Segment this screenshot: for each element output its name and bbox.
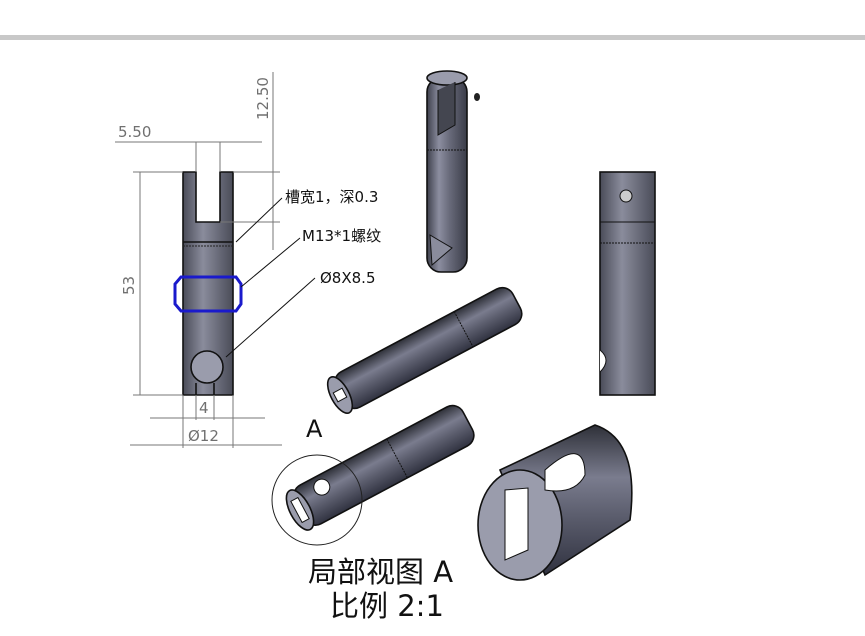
detail-title: 局部视图 A (308, 555, 453, 589)
detail-view (477, 424, 633, 581)
note-hole: Ø8X8.5 (320, 269, 375, 287)
iso-view-vertical (426, 70, 480, 273)
detail-scale: 比例 2:1 (330, 589, 444, 623)
thread-highlight (173, 275, 243, 313)
dim-diameter: Ø12 (188, 427, 219, 445)
iso-view-section (285, 404, 475, 531)
hole (190, 350, 224, 384)
side-view (599, 171, 656, 396)
dimension-lines (115, 72, 316, 448)
detail-label: A (306, 415, 323, 443)
dim-bottom-slot: 4 (199, 399, 209, 417)
note-groove: 槽宽1，深0.3 (285, 188, 378, 206)
iso-view-diagonal (326, 286, 523, 414)
detail-circle (271, 454, 363, 546)
dim-slot-width: 5.50 (118, 123, 151, 141)
dim-length: 53 (120, 276, 138, 295)
front-view (173, 171, 243, 396)
sheet-border (0, 35, 865, 40)
note-thread: M13*1螺纹 (302, 227, 381, 245)
dim-slot-depth: 12.50 (254, 77, 272, 120)
